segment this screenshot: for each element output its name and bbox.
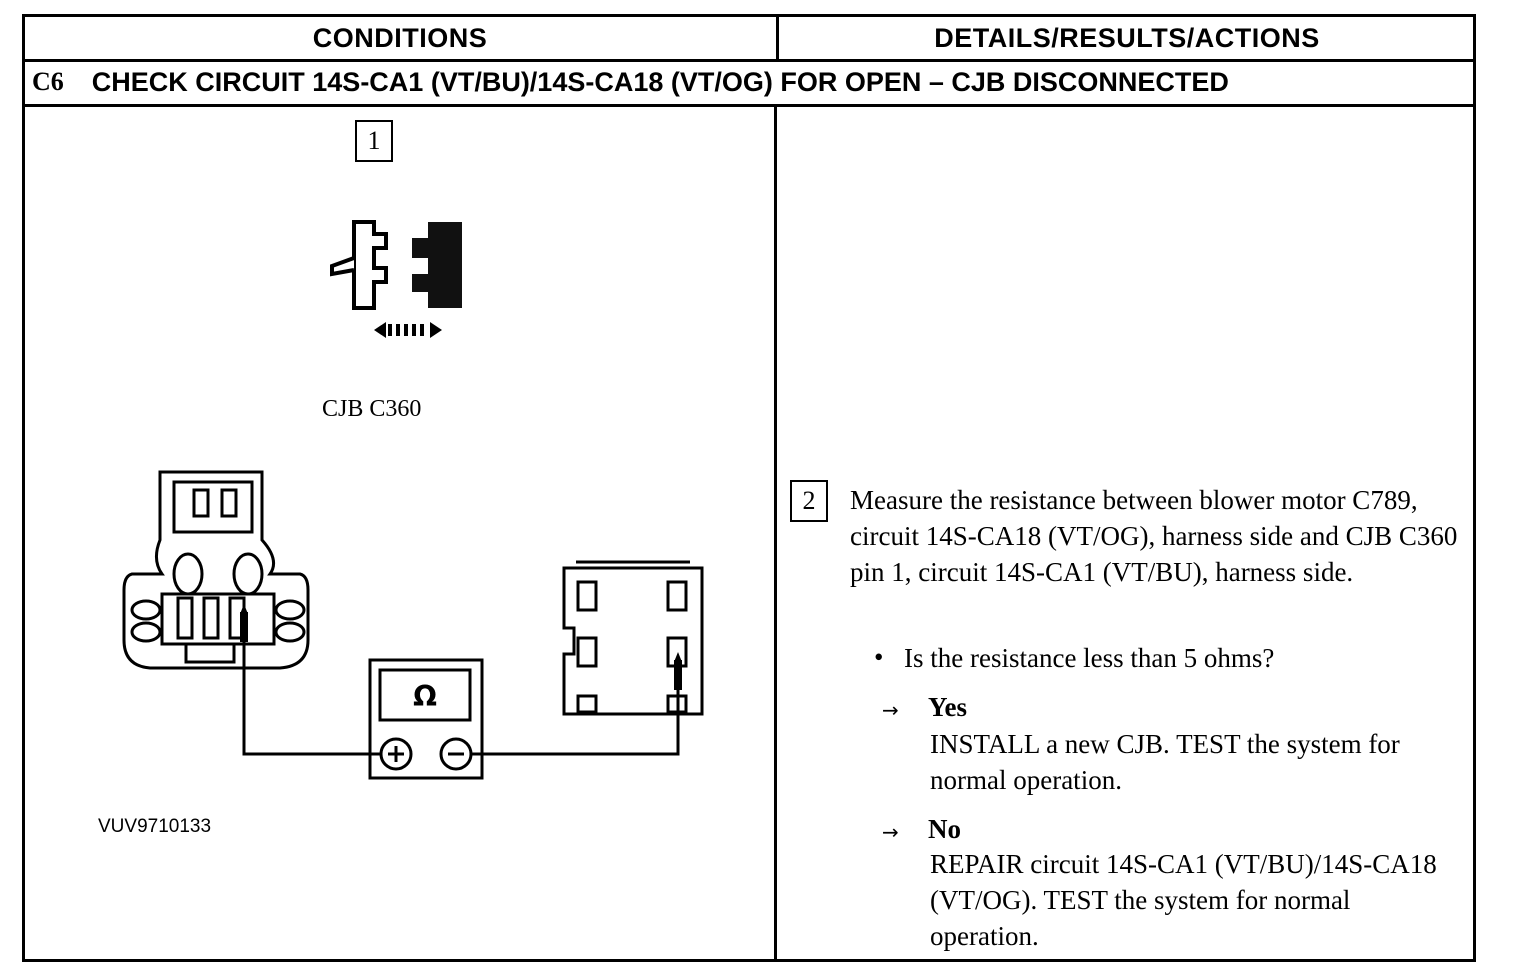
question-bullet: • [874,642,884,672]
table-frame [22,14,1476,962]
question-text: Is the resistance less than 5 ohms? [904,643,1275,673]
body-column-divider [774,106,777,960]
header-column-divider [776,14,779,60]
header-divider [22,59,1476,62]
answer-yes-action: INSTALL a new CJB. TEST the system for n… [930,729,1400,795]
answer-yes-label: Yes [928,692,967,722]
cjb-c360-connector [562,560,704,716]
ohm-symbol: Ω [413,679,437,713]
answer-no-label: No [928,814,961,844]
step-id: C6 [32,67,64,96]
test-leads [242,612,680,756]
step-1-number-box: 1 [355,120,393,162]
step-title: CHECK CIRCUIT 14S-CA1 (VT/BU)/14S-CA18 (… [91,66,1229,97]
answer-no-action: REPAIR circuit 14S-CA1 (VT/BU)/14S-CA18 … [930,849,1437,951]
connector-caption: CJB C360 [322,396,422,422]
step-2-instruction: Measure the resistance between blower mo… [850,485,1458,587]
probe-tips [240,604,682,690]
yes-arrow-icon: → [882,698,899,722]
step-title-row: C6 CHECK CIRCUIT 14S-CA1 (VT/BU)/14S-CA1… [32,60,1229,104]
details-header: DETAILS/RESULTS/ACTIONS [934,22,1320,53]
multimeter [368,658,484,780]
conditions-header: CONDITIONS [312,22,488,53]
no-arrow-icon: → [882,820,899,844]
step-2-number-box: 2 [790,480,828,522]
title-divider [22,104,1476,107]
connector-disconnect-icon [330,220,462,338]
blower-motor-connector [122,470,310,670]
table-header-row: CONDITIONS DETAILS/RESULTS/ACTIONS [22,14,1476,62]
figure-code: VUV9710133 [98,816,212,837]
